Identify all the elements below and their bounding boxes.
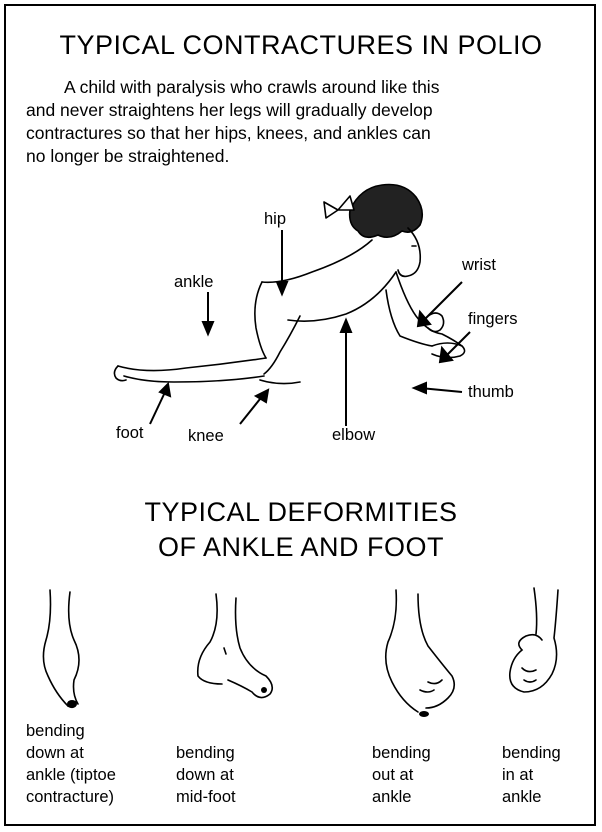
- caption-in: bending in at ankle: [502, 742, 561, 808]
- caption-tiptoe: bending down at ankle (tiptoe contractur…: [26, 720, 116, 808]
- caption-line: ankle: [372, 786, 431, 808]
- caption-line: out at: [372, 764, 431, 786]
- label-wrist: wrist: [462, 256, 496, 274]
- caption-line: down at: [176, 764, 236, 786]
- caption-out: bending out at ankle: [372, 742, 431, 808]
- caption-line: mid-foot: [176, 786, 236, 808]
- caption-line: bending: [176, 742, 236, 764]
- label-elbow: elbow: [332, 426, 375, 444]
- caption-midfoot: bending down at mid-foot: [176, 742, 236, 808]
- caption-line: bending: [372, 742, 431, 764]
- foot-tiptoe-drawing: [40, 590, 100, 710]
- caption-line: bending: [502, 742, 561, 764]
- label-foot: foot: [116, 424, 144, 442]
- caption-line: ankle (tiptoe: [26, 764, 116, 786]
- foot-in-drawing: [502, 588, 572, 708]
- caption-line: contracture): [26, 786, 116, 808]
- label-knee: knee: [188, 427, 224, 445]
- caption-line: ankle: [502, 786, 561, 808]
- caption-line: down at: [26, 742, 116, 764]
- section-title-line: OF ANKLE AND FOOT: [0, 532, 602, 563]
- label-hip: hip: [264, 210, 286, 228]
- foot-out-drawing: [380, 590, 460, 720]
- caption-line: in at: [502, 764, 561, 786]
- caption-line: bending: [26, 720, 116, 742]
- label-thumb: thumb: [468, 383, 514, 401]
- foot-midfoot-drawing: [190, 594, 280, 714]
- section-title-line: TYPICAL DEFORMITIES: [0, 497, 602, 528]
- label-fingers: fingers: [468, 310, 518, 328]
- label-ankle: ankle: [174, 273, 213, 291]
